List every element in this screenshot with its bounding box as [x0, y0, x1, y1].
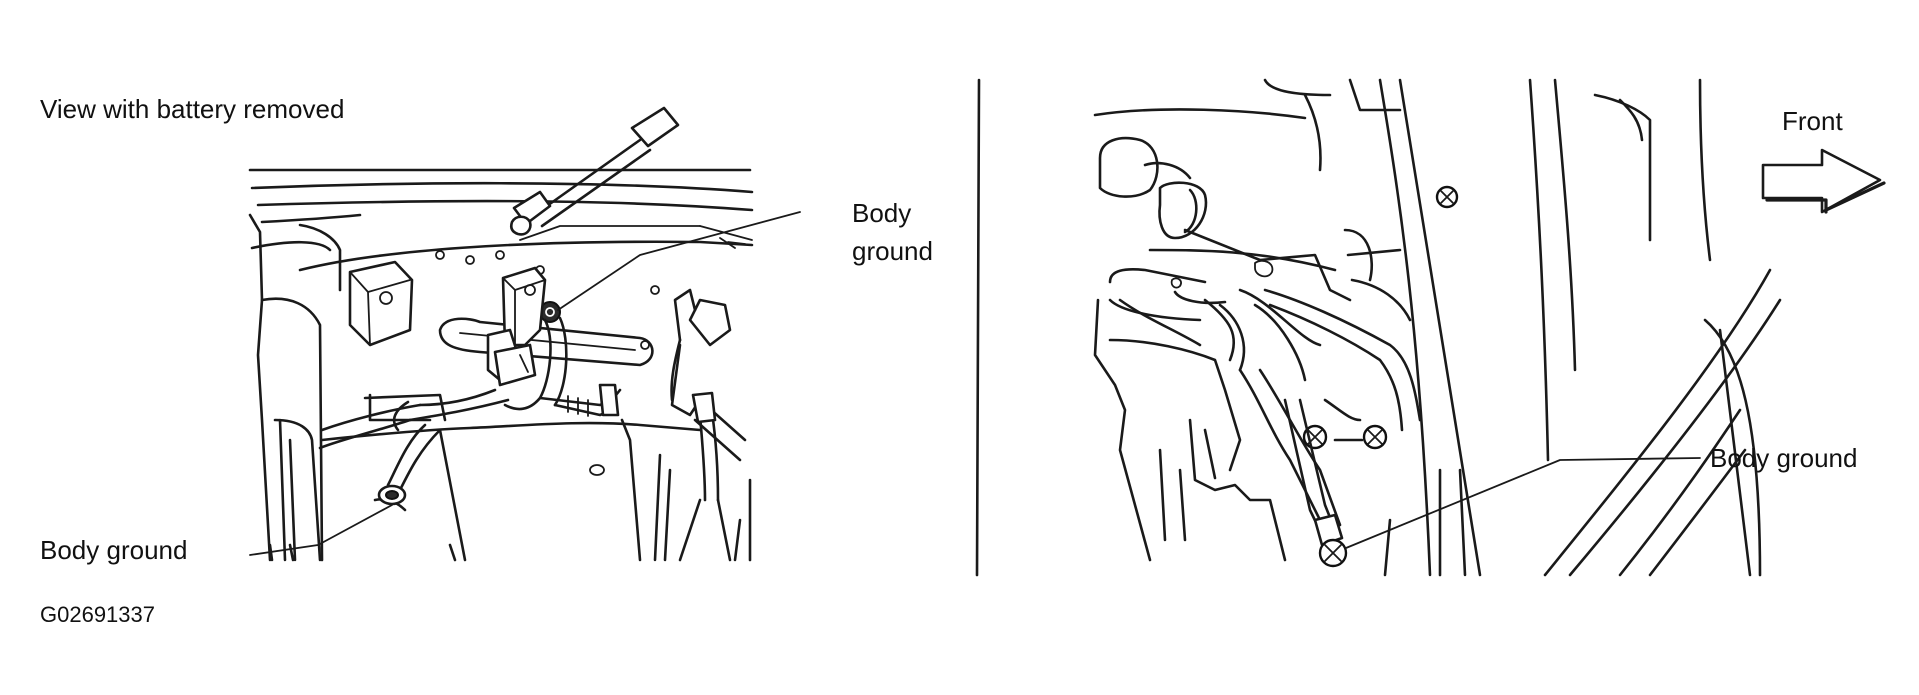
right-arrow-icon — [1761, 148, 1886, 214]
front-direction-label: Front — [1782, 106, 1843, 136]
callout-upper-ground: ground — [852, 236, 933, 266]
panel-divider — [975, 78, 981, 577]
callout-right-body-ground: Body ground — [1710, 443, 1858, 473]
callout-lower-body-ground: Body ground — [40, 535, 188, 565]
callout-upper-body: Body — [852, 198, 912, 228]
left-panel-drawing — [248, 106, 801, 562]
right-panel-drawing — [1093, 78, 1782, 577]
view-caption: View with battery removed — [40, 94, 345, 124]
figure-code: G02691337 — [40, 602, 155, 627]
